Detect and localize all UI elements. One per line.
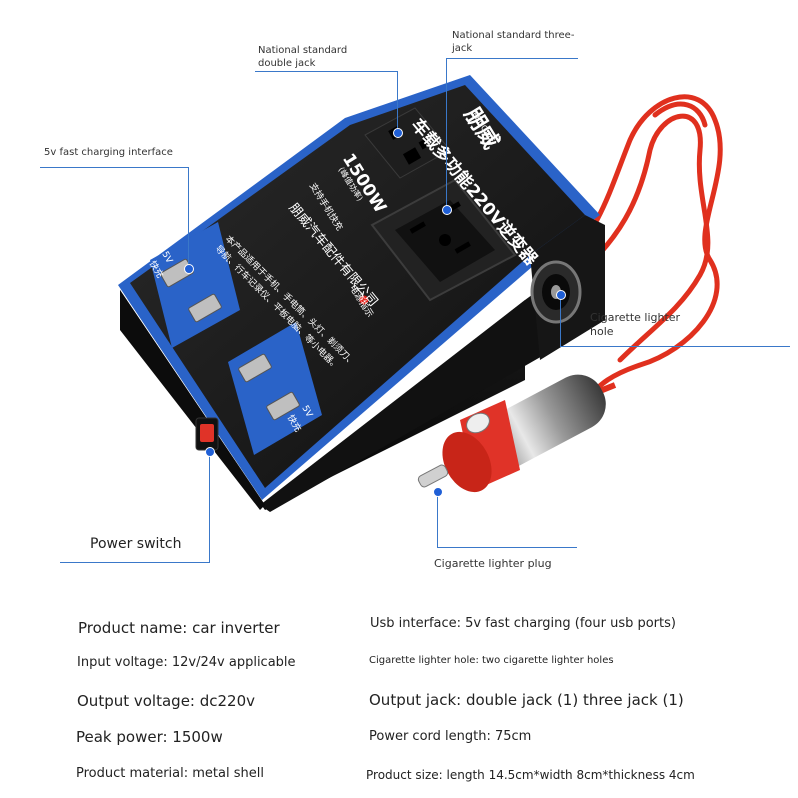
callout-dot-usb-fast	[184, 264, 194, 274]
callout-dot-double-jack	[393, 128, 403, 138]
three-jack	[370, 178, 517, 302]
callout-line-lighter-plug	[437, 547, 577, 548]
spec-product-name: Product name: car inverter	[78, 619, 280, 637]
callout-three-jack: National standard three- jack	[452, 30, 575, 54]
callout-line-lighter-hole	[560, 346, 790, 347]
spec-material: Product material: metal shell	[76, 766, 264, 781]
power-indicator-icon	[359, 295, 369, 305]
lighter-plug	[417, 374, 617, 493]
callout-line-power-switch-v	[209, 450, 210, 562]
callout-lighter-plug: Cigarette lighter plug	[434, 557, 552, 570]
callout-usb-fast: 5v fast charging interface	[44, 147, 173, 158]
callout-line-double-jack	[255, 71, 398, 72]
spec-cord-length: Power cord length: 75cm	[369, 729, 532, 744]
callout-line-double-jack-v	[397, 71, 398, 131]
spec-size: Product size: length 14.5cm*width 8cm*th…	[366, 768, 695, 782]
callout-dot-power-switch	[205, 447, 215, 457]
spec-usb-interface: Usb interface: 5v fast charging (four us…	[370, 616, 676, 631]
callout-dot-three-jack	[442, 205, 452, 215]
callout-lighter-hole: Cigarette lighter hole	[590, 311, 681, 338]
callout-double-jack: National standard double jack	[258, 45, 348, 69]
spec-input-voltage: Input voltage: 12v/24v applicable	[77, 655, 296, 670]
usb-port-group-right	[228, 322, 322, 455]
callout-power-switch: Power switch	[90, 536, 182, 552]
spec-output-jack: Output jack: double jack (1) three jack …	[369, 691, 684, 709]
callout-line-lighter-hole-v	[560, 296, 561, 346]
callout-dot-lighter-hole	[556, 290, 566, 300]
power-cable	[557, 94, 723, 398]
spec-output-voltage: Output voltage: dc220v	[77, 692, 256, 710]
callout-dot-lighter-plug	[433, 487, 443, 497]
callout-line-power-switch	[60, 562, 210, 563]
callout-line-three-jack-v	[446, 58, 447, 208]
callout-line-usb-fast	[40, 167, 188, 168]
callout-line-lighter-plug-v	[437, 490, 438, 547]
callout-line-usb-fast-v	[188, 167, 189, 267]
callout-line-three-jack	[446, 58, 578, 59]
power-switch	[195, 417, 219, 451]
inverter-illustration	[118, 75, 723, 512]
spec-lighter-hole: Cigarette lighter hole: two cigarette li…	[369, 655, 614, 666]
spec-peak-power: Peak power: 1500w	[76, 728, 223, 746]
